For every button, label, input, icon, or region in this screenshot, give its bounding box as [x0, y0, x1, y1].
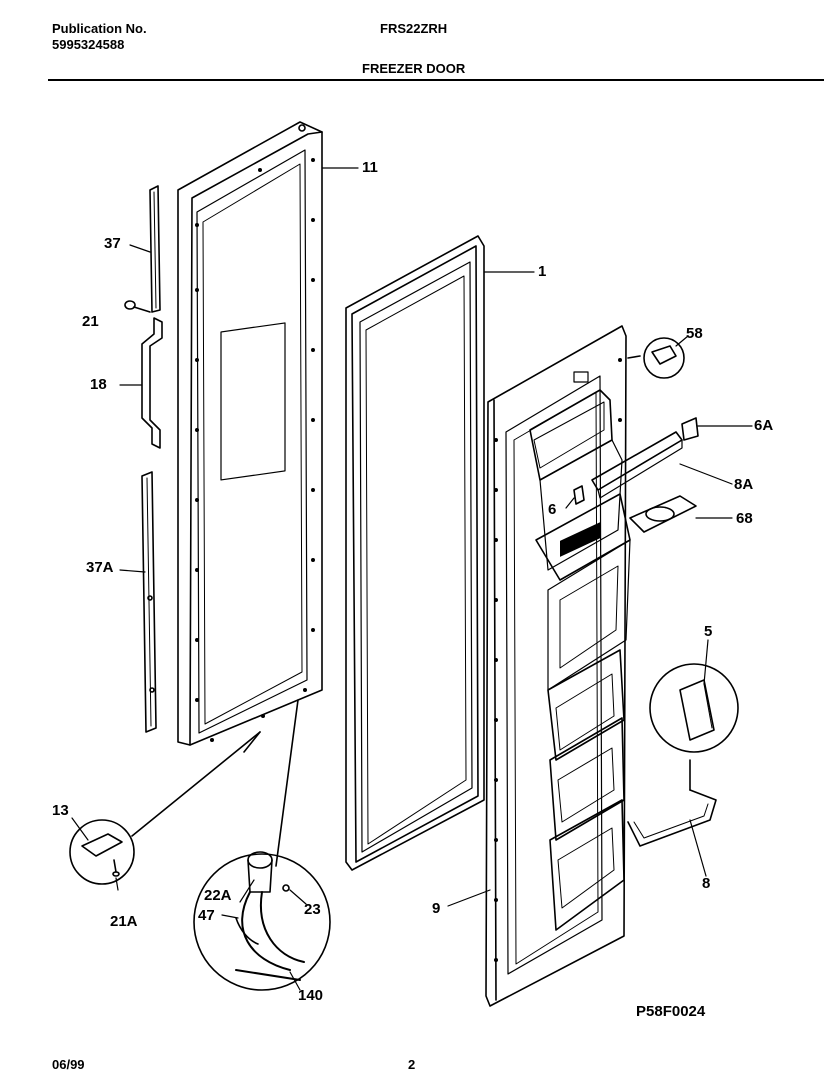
callout-1: 1 — [538, 263, 547, 280]
outer-door-panel — [177, 121, 323, 746]
section-title: FREEZER DOOR — [362, 61, 466, 76]
door-gasket — [345, 235, 485, 871]
hinge-detail-13 — [69, 731, 261, 885]
publication-number: 5995324588 — [52, 37, 125, 52]
publication-label: Publication No. — [52, 21, 147, 36]
footer-date: 06/99 — [52, 1057, 85, 1072]
model-number: FRS22ZRH — [380, 21, 448, 36]
callout-11: 11 — [362, 159, 378, 176]
screw-21 — [124, 300, 151, 313]
inner-door-liner — [485, 325, 631, 1007]
callout-21: 21 — [82, 313, 99, 330]
footer-page: 2 — [408, 1057, 416, 1072]
diagram-id: P58F0024 — [636, 1003, 706, 1020]
paddle-68 — [629, 495, 697, 533]
callout-47: 47 — [198, 907, 215, 924]
callout-58: 58 — [686, 325, 703, 342]
leader-lines — [71, 167, 753, 991]
callout-22a: 22A — [204, 887, 232, 904]
callout-21a: 21A — [110, 913, 138, 930]
part-6 — [573, 485, 585, 505]
bottom-trim-strip — [141, 471, 157, 733]
callout-9: 9 — [432, 900, 441, 917]
clip-6a — [681, 417, 699, 441]
top-trim-strip — [149, 185, 161, 313]
callout-18: 18 — [90, 376, 107, 393]
bracket-8 — [627, 759, 717, 847]
callout-6a: 6A — [754, 417, 774, 434]
header-rule — [48, 79, 824, 81]
callout-13: 13 — [52, 802, 69, 819]
wiring-detail-circle — [193, 699, 331, 991]
screw-58-detail — [627, 337, 685, 379]
callout-8a: 8A — [734, 476, 754, 493]
callout-5: 5 — [704, 623, 713, 640]
callout-6: 6 — [548, 501, 557, 518]
callout-23: 23 — [304, 901, 321, 918]
callout-37: 37 — [104, 235, 121, 252]
callout-8: 8 — [702, 875, 711, 892]
callout-68: 68 — [736, 510, 753, 527]
callout-140: 140 — [298, 987, 324, 1004]
rail-8a — [591, 431, 683, 499]
callout-37a: 37A — [86, 559, 114, 576]
detail-5 — [649, 663, 739, 753]
handle-bracket — [141, 317, 163, 449]
